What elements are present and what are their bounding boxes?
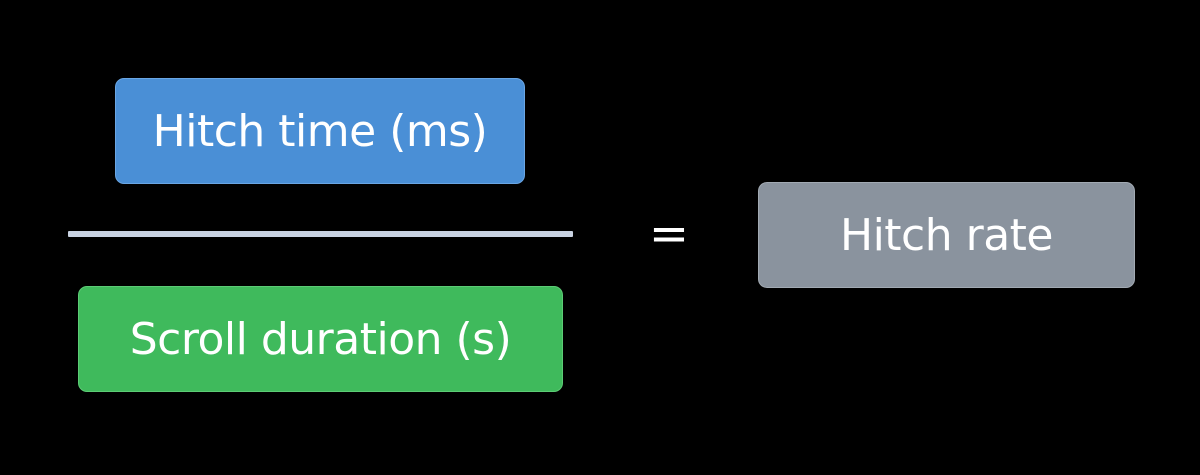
fraction-bar (68, 231, 573, 237)
hitch-time-box: Hitch time (ms) (115, 78, 525, 184)
equals-sign: = (648, 206, 690, 262)
scroll-duration-box: Scroll duration (s) (78, 286, 563, 392)
hitch-rate-box: Hitch rate (758, 182, 1135, 288)
